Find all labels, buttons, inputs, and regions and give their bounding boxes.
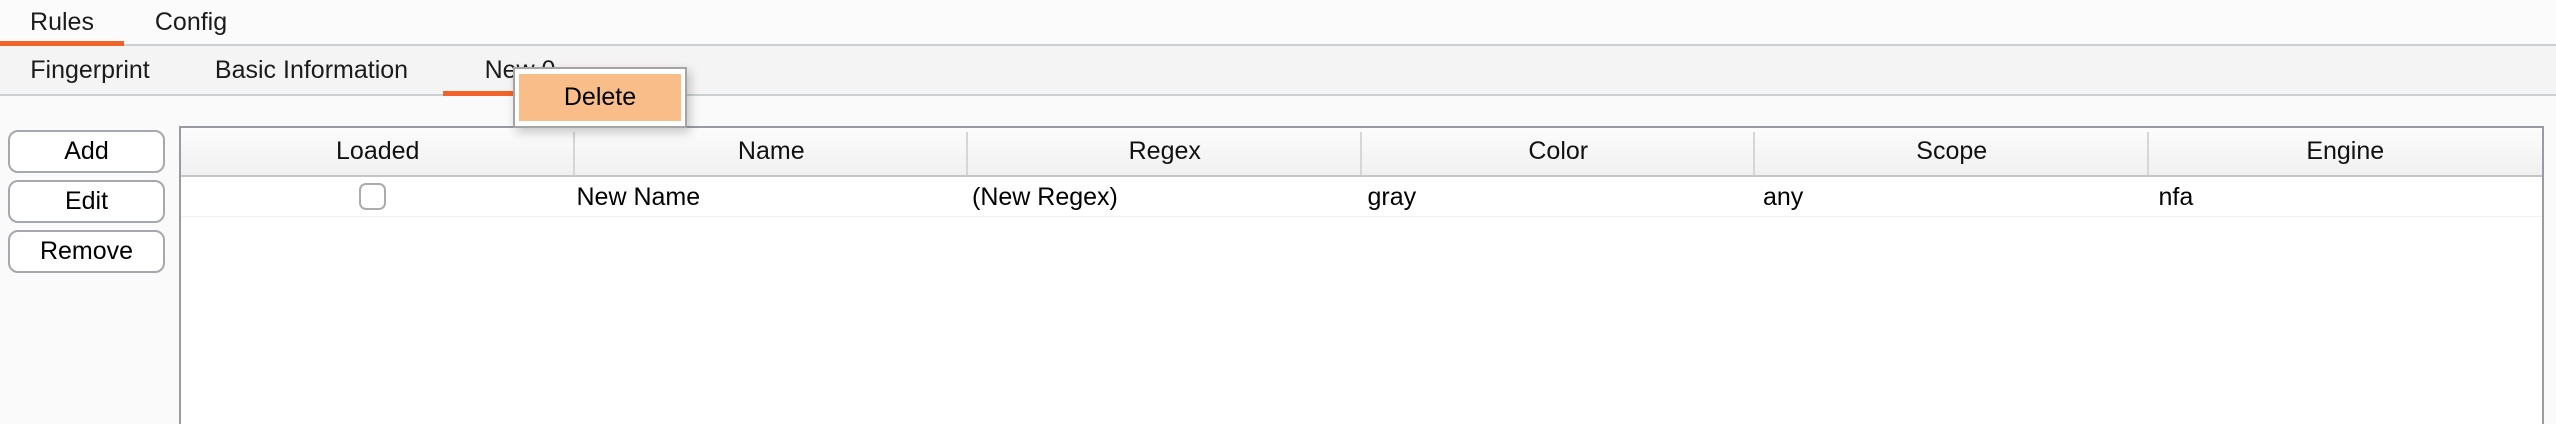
cell-engine: nfa xyxy=(2158,183,2194,211)
menu-item-delete[interactable]: Delete xyxy=(519,74,681,121)
tab-config[interactable]: Config xyxy=(124,0,258,44)
secondary-tab-bar: Fingerprint Basic Information New 0 xyxy=(0,46,2556,96)
cell-color: gray xyxy=(1367,183,1417,211)
table-row[interactable]: New Name (New Regex) gray any nfa xyxy=(181,177,2542,217)
tab-fingerprint-label: Fingerprint xyxy=(30,55,150,84)
column-header-name[interactable]: Name xyxy=(575,128,969,175)
column-header-scope[interactable]: Scope xyxy=(1755,128,2149,175)
rules-table: Loaded Name Regex Color Scope Engine New… xyxy=(179,126,2544,424)
table-header: Loaded Name Regex Color Scope Engine xyxy=(181,128,2542,177)
edit-button[interactable]: Edit xyxy=(8,180,165,223)
tab-basic-information-label: Basic Information xyxy=(214,55,409,84)
active-tab-underline xyxy=(0,41,124,46)
column-header-loaded[interactable]: Loaded xyxy=(181,128,575,175)
tab-rules[interactable]: Rules xyxy=(0,0,124,46)
context-menu: Delete xyxy=(513,67,687,128)
primary-tab-bar: Rules Config xyxy=(0,0,2556,46)
cell-name: New Name xyxy=(576,183,701,211)
cell-regex: (New Regex) xyxy=(972,183,1118,211)
tab-rules-label: Rules xyxy=(30,7,94,36)
add-button[interactable]: Add xyxy=(8,130,165,173)
tab-basic-information[interactable]: Basic Information xyxy=(180,46,443,94)
cell-loaded xyxy=(181,177,565,216)
remove-button[interactable]: Remove xyxy=(8,230,165,273)
button-panel: Add Edit Remove xyxy=(0,96,179,424)
tab-config-label: Config xyxy=(154,7,228,36)
column-header-color[interactable]: Color xyxy=(1362,128,1756,175)
cell-scope: any xyxy=(1763,183,1804,211)
loaded-checkbox[interactable] xyxy=(359,183,387,210)
tab-fingerprint[interactable]: Fingerprint xyxy=(0,46,180,94)
column-header-engine[interactable]: Engine xyxy=(2306,137,2385,165)
column-header-regex[interactable]: Regex xyxy=(968,128,1362,175)
